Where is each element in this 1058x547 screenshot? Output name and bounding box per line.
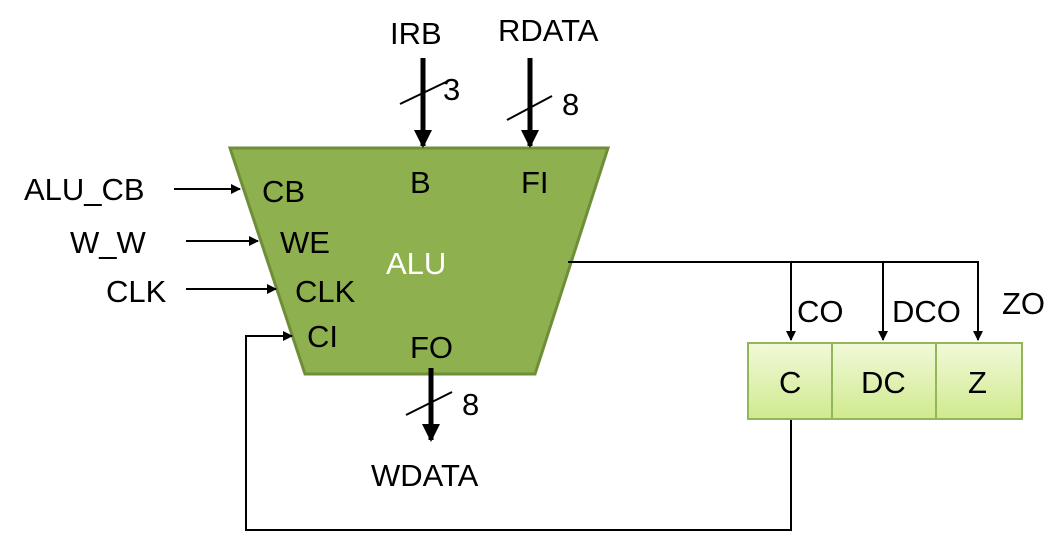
dco-label: DCO bbox=[892, 294, 961, 329]
co-label: CO bbox=[797, 294, 844, 329]
alu-cb-input-label: ALU_CB bbox=[24, 172, 145, 207]
zo-label: ZO bbox=[1002, 286, 1045, 321]
clk-input-label: CLK bbox=[106, 274, 167, 309]
flag-output-wire bbox=[568, 261, 983, 341]
irb-width-label: 3 bbox=[443, 72, 460, 107]
rdata-bus-slash bbox=[506, 95, 553, 121]
rdata-label: RDATA bbox=[498, 13, 599, 48]
flag-dc-label: DC bbox=[861, 365, 906, 400]
wdata-bus-slash bbox=[405, 391, 453, 416]
irb-label: IRB bbox=[390, 16, 442, 51]
wdata-width-label: 8 bbox=[462, 387, 479, 422]
port-b-label: B bbox=[410, 165, 431, 200]
irb-bus-slash bbox=[399, 81, 447, 105]
flag-c-label: C bbox=[779, 365, 801, 400]
flag-z-label: Z bbox=[968, 365, 987, 400]
alu-block bbox=[227, 146, 611, 376]
rdata-width-label: 8 bbox=[562, 87, 579, 122]
flag-z-box bbox=[935, 342, 1023, 420]
wdata-label: WDATA bbox=[371, 458, 479, 493]
port-fi-label: FI bbox=[521, 165, 549, 200]
flag-dc-box bbox=[831, 342, 937, 420]
port-we-label: WE bbox=[280, 225, 330, 260]
alu-name: ALU bbox=[386, 246, 446, 281]
w-w-input-label: W_W bbox=[70, 225, 147, 260]
port-ci-label: CI bbox=[307, 319, 338, 354]
port-fo-label: FO bbox=[410, 330, 453, 365]
carry-feedback-wire bbox=[245, 331, 792, 531]
port-clk-label: CLK bbox=[295, 274, 356, 309]
port-cb-label: CB bbox=[262, 174, 305, 209]
